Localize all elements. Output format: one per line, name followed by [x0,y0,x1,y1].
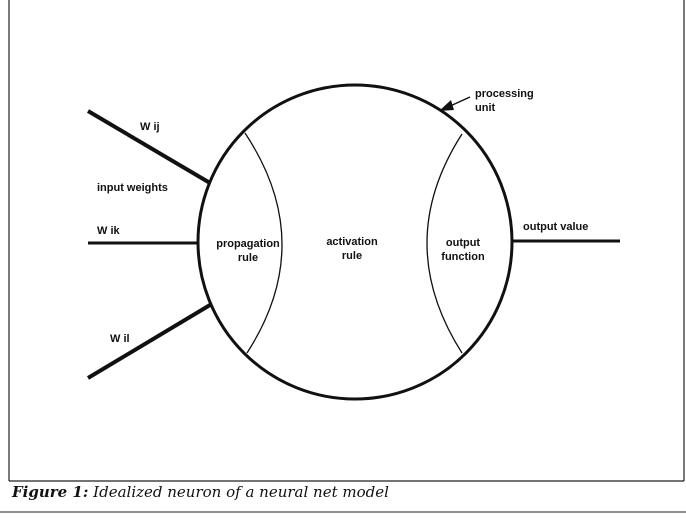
label-output-value: output value [523,221,588,233]
label-output-function: function [441,251,485,263]
label-propagation: propagation [216,238,280,250]
figure-caption: Figure 1: Idealized neuron of a neural n… [12,483,389,501]
label-propagation-rule: rule [238,252,258,264]
caption-prefix: Figure 1: [12,483,89,501]
output-boundary-arc [426,133,463,354]
label-processing: processing [475,88,534,100]
propagation-boundary-arc [244,132,283,354]
label-activation-rule: rule [342,250,362,262]
label-input-weights: input weights [97,182,168,194]
input-line-wij [86,109,212,185]
label-output: output [446,237,481,249]
arrow-head-icon [439,100,454,111]
label-w-il: W il [110,333,130,345]
label-w-ik: W ik [97,225,120,237]
caption-text: Idealized neuron of a neural net model [93,483,389,501]
input-line-wil [86,303,212,380]
label-w-ij: W ij [140,121,160,133]
label-activation: activation [326,236,378,248]
label-unit: unit [475,102,495,114]
